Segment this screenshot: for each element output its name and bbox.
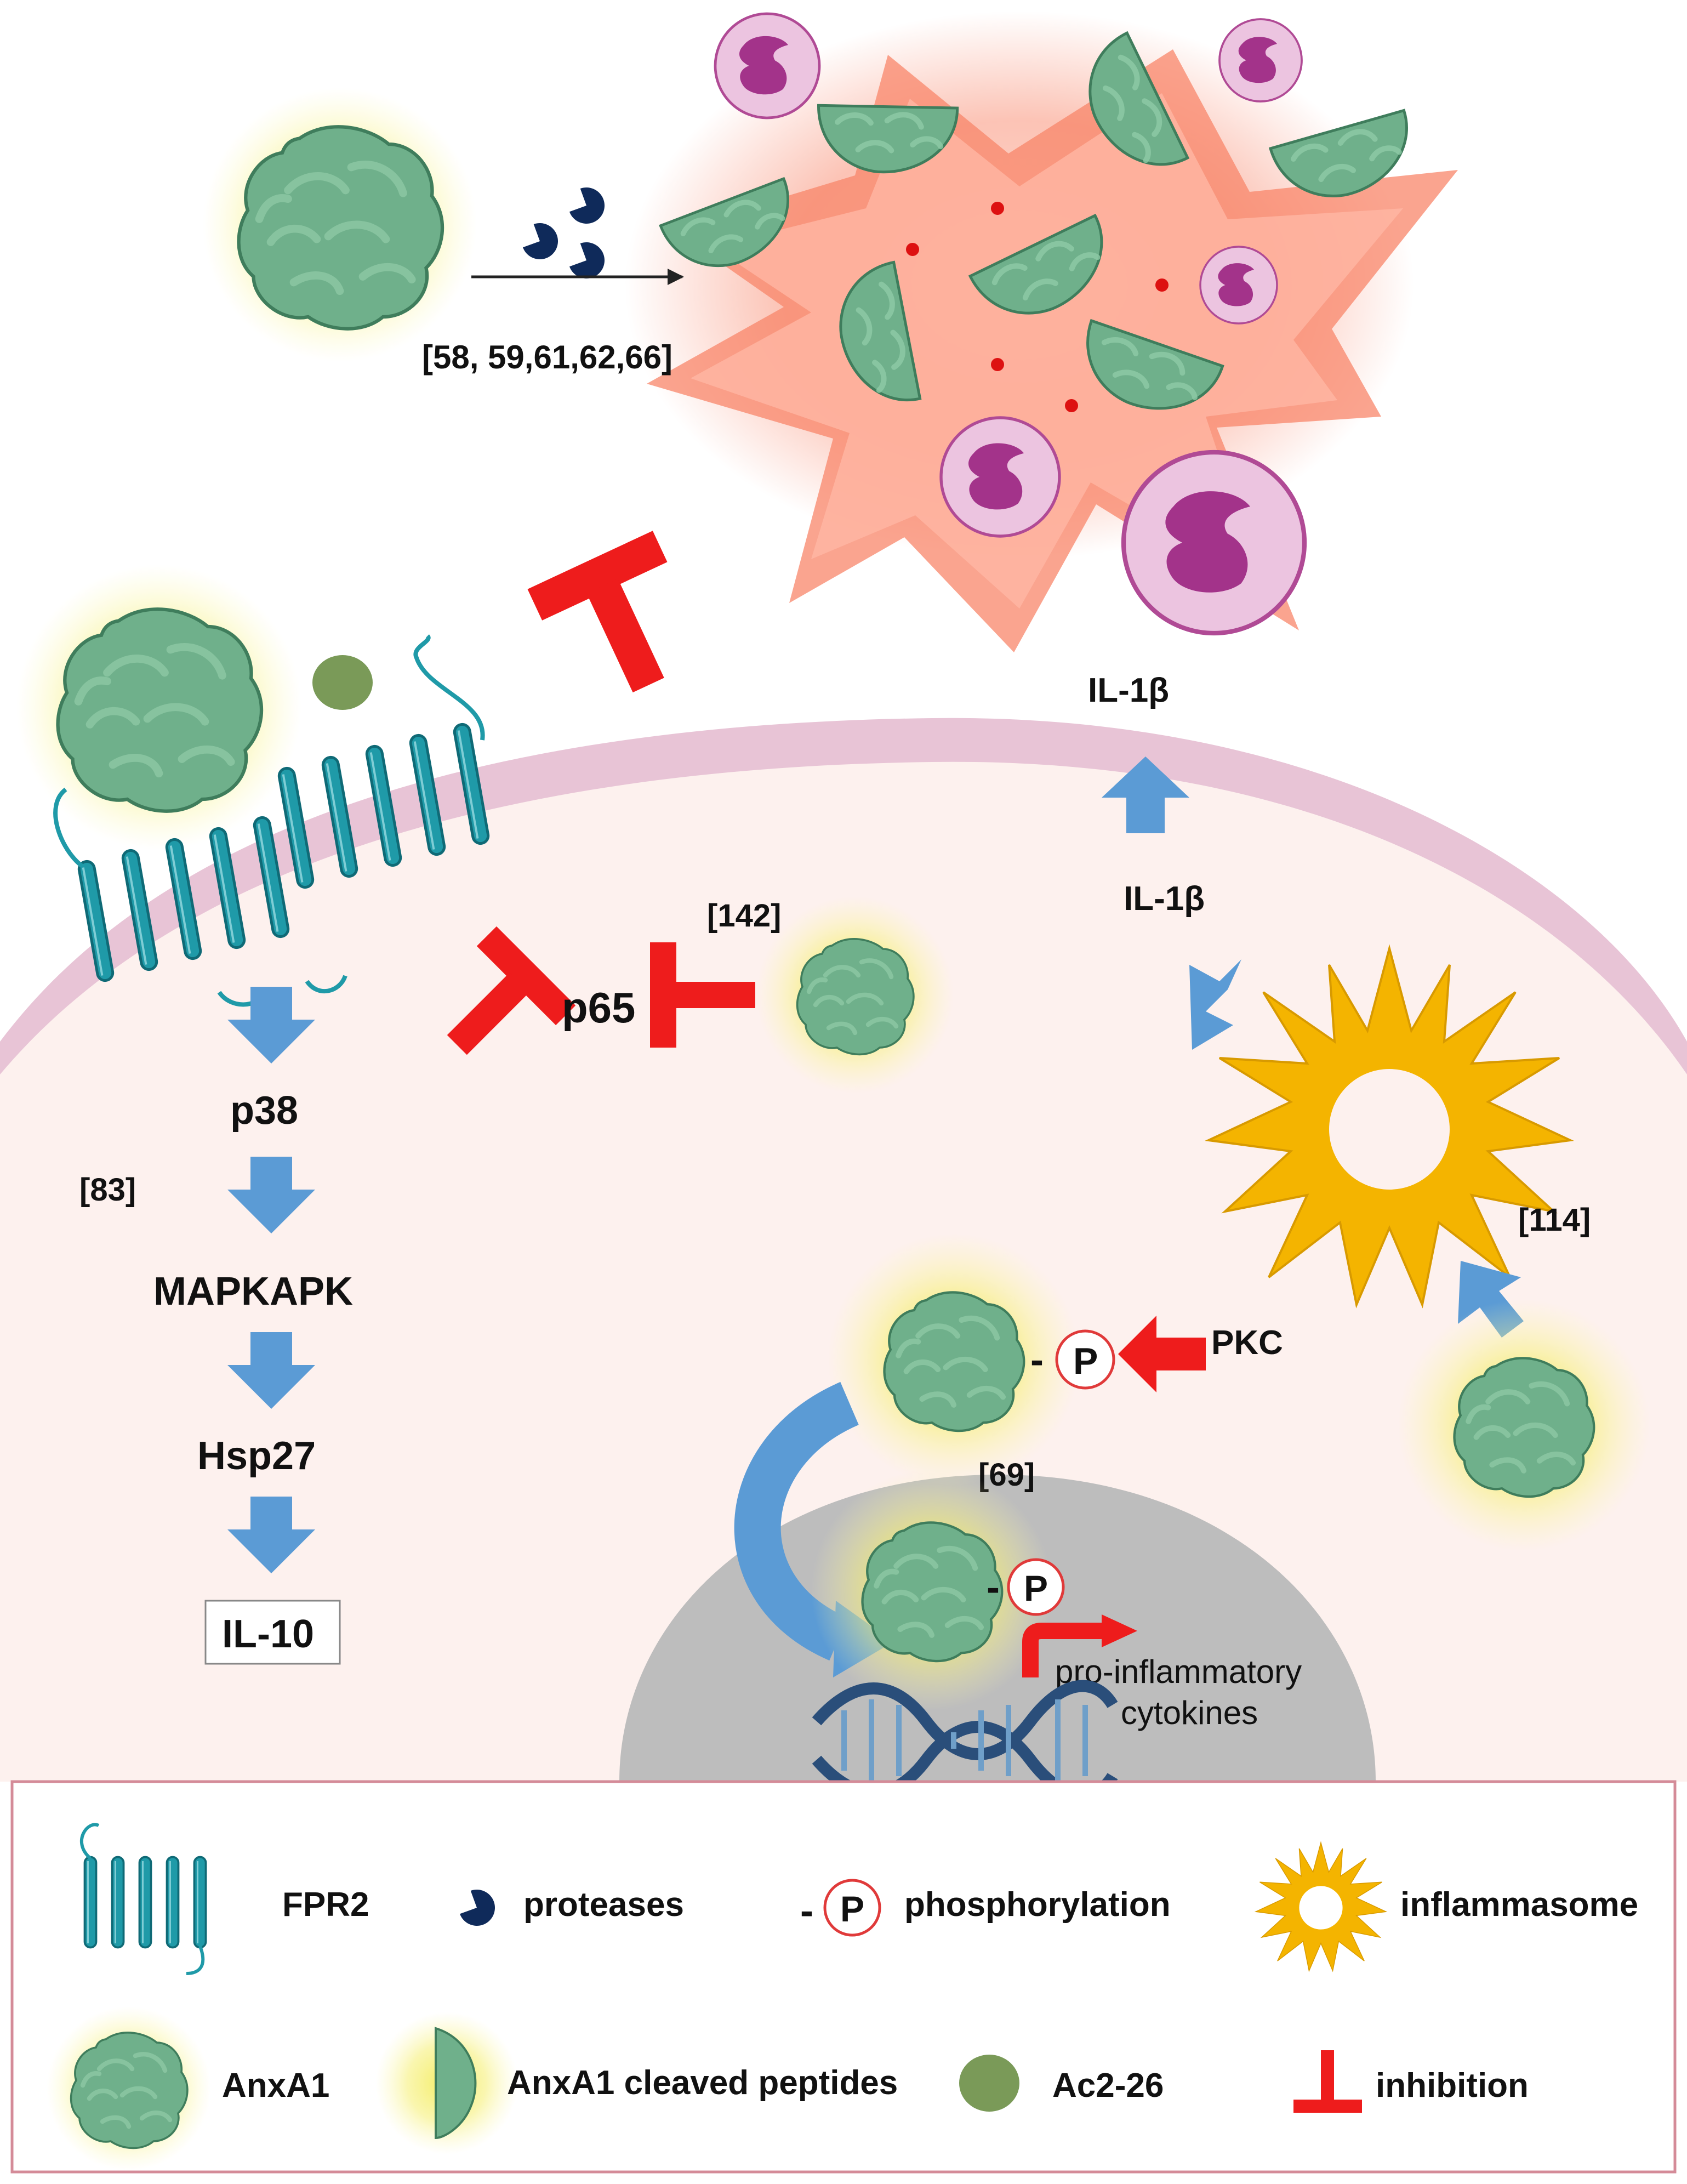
- ref-114: [114]: [1518, 1202, 1591, 1238]
- legend-box: [10, 1780, 1677, 2174]
- inflammasome-icon: [1255, 1842, 1387, 1971]
- il1b-inside-label: IL-1β: [1124, 880, 1205, 918]
- neutrophil-icon: [1218, 18, 1303, 103]
- legend-anxa1: AnxA1: [222, 2067, 329, 2105]
- hsp27-label: Hsp27: [197, 1434, 316, 1478]
- phospho-dash-2: -: [987, 1566, 1000, 1609]
- inflammasome-icon: [1204, 944, 1575, 1309]
- ac2-26-peptide: [959, 2055, 1019, 2112]
- phosphate-icon: [1055, 1329, 1115, 1390]
- neutrophil-icon: [1124, 452, 1304, 633]
- activation-arrow-icon: [1189, 959, 1241, 1050]
- il10-label: IL-10: [222, 1612, 314, 1656]
- il1b-outside-label: IL-1β: [1088, 672, 1169, 709]
- il10-box: [204, 1600, 341, 1665]
- p65-label: p65: [562, 983, 635, 1032]
- legend-fpr2: FPR2: [282, 1886, 369, 1924]
- phosphate-p-2: P: [1024, 1568, 1048, 1608]
- legend-inflammasome: inflammasome: [1400, 1886, 1638, 1924]
- cleaved-peptide-icon: [435, 2027, 477, 2140]
- ref-142: [142]: [707, 898, 781, 934]
- phosphate-p: P: [1073, 1340, 1098, 1382]
- mapkapk-label: MAPKAPK: [153, 1270, 353, 1313]
- phosphate-icon: [823, 1879, 881, 1937]
- anxa1-protein-icon: [1455, 1358, 1594, 1497]
- activation-arrow-icon: [1102, 757, 1189, 833]
- legend-anxa1-cleaved: AnxA1 cleaved peptides: [507, 2064, 898, 2102]
- inhibition-icon: [1293, 2050, 1362, 2113]
- legend-ac2-26: Ac2-26: [1052, 2067, 1164, 2105]
- inhibition-icon: [527, 531, 711, 715]
- translocation-arrow: [734, 1381, 859, 1661]
- anxa1-protein-icon: [797, 939, 914, 1055]
- legend-phospho-p: P: [840, 1889, 864, 1929]
- inflammation-site: [625, 11, 1458, 652]
- pro-inflammatory-line2: cytokines: [1121, 1694, 1258, 1731]
- neutrophil-icon: [715, 14, 819, 118]
- cell-cytoplasm: [0, 761, 1687, 1782]
- legend-phosphorylation: phosphorylation: [904, 1886, 1171, 1924]
- p38-label: p38: [230, 1089, 298, 1133]
- ref-protease: [58, 59,61,62,66]: [422, 339, 672, 376]
- anxa1-protein-icon: [58, 609, 261, 811]
- legend-phospho-dash: -: [800, 1889, 813, 1933]
- pkc-arrow: [1118, 1316, 1206, 1392]
- legend-proteases: proteases: [523, 1886, 684, 1924]
- pkc-label: PKC: [1211, 1324, 1283, 1362]
- anxa1-protein-icon: [71, 2033, 187, 2148]
- protease-icon: [516, 218, 563, 265]
- anxa1-protein-icon: [885, 1292, 1024, 1431]
- phosphate-icon: [1007, 1558, 1065, 1616]
- anxa1-protein-icon: [863, 1522, 1002, 1661]
- anxa1-protein-icon: [239, 127, 442, 328]
- phospho-dash: -: [1030, 1338, 1044, 1382]
- neutrophil-icon: [941, 418, 1059, 536]
- neutrophil-icon: [1199, 246, 1278, 325]
- fpr2-receptor-icon: [79, 1823, 207, 1975]
- ref-83: [83]: [79, 1172, 136, 1208]
- transcription-arrow: [1022, 1623, 1107, 1677]
- legend-inhibition: inhibition: [1376, 2067, 1529, 2105]
- ac2-26-peptide: [312, 655, 373, 710]
- protease-icon: [563, 182, 610, 229]
